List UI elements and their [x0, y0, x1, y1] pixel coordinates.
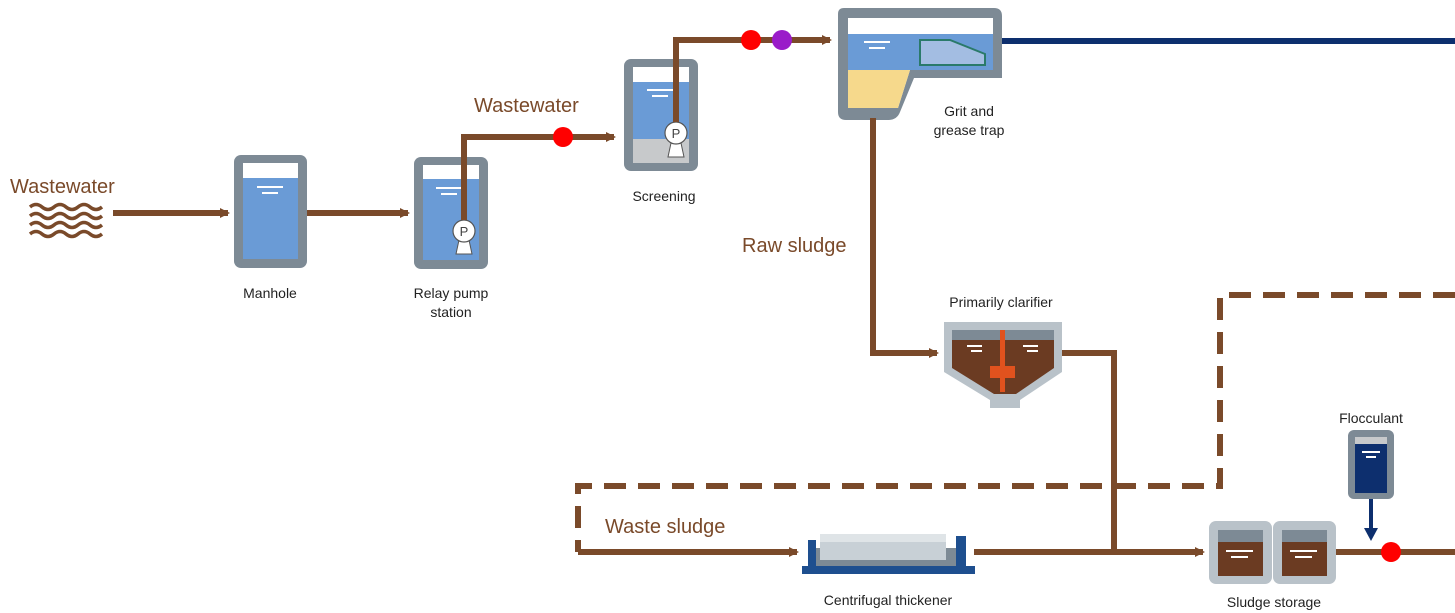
manhole-label: Manhole [243, 285, 297, 301]
grit-label-line2: grease trap [934, 122, 1005, 138]
wastewater-inlet-label: Wastewater [10, 176, 115, 198]
raw-sludge-label: Raw sludge [742, 235, 847, 257]
manhole-tank [234, 155, 307, 268]
sensor-dot-icon [1381, 542, 1401, 562]
flow-pipe-screening-grit [673, 35, 832, 122]
sensor-dot-icon [772, 30, 792, 50]
flow-pipe-raw-sludge [870, 118, 939, 358]
wastewater-pipe-label: Wastewater [474, 95, 579, 117]
centrifugal-thickener [802, 534, 975, 574]
dashed-return-line [575, 292, 1455, 552]
flocculant-tank [1348, 430, 1394, 499]
sludge-storage [1209, 521, 1336, 584]
primary-clarifier [944, 322, 1062, 408]
wastewater-waves-icon [28, 202, 104, 239]
grit-label-line1: Grit and [944, 103, 994, 119]
relay-pump-label-line1: Relay pump [414, 285, 489, 301]
screening-label: Screening [632, 188, 695, 204]
relay-pump-label-line2: station [430, 304, 471, 320]
primary-clarifier-label: Primarily clarifier [949, 294, 1053, 310]
grit-grease-trap [838, 8, 1002, 120]
screening-tank [624, 59, 698, 171]
flocculant-dosing-arrowhead [1364, 528, 1378, 541]
pump-icon: P [664, 121, 688, 158]
relay-pump-symbol: P [460, 224, 469, 239]
flocculant-label: Flocculant [1339, 410, 1403, 426]
screening-pump-symbol: P [672, 126, 681, 141]
waste-sludge-label: Waste sludge [605, 516, 725, 538]
centrifugal-thickener-label: Centrifugal thickener [824, 592, 953, 608]
sensor-dot-icon [741, 30, 761, 50]
sludge-storage-label: Sludge storage [1227, 594, 1321, 610]
flow-pipe-clarifier-out [1062, 350, 1117, 552]
relay-pump-tank [414, 157, 488, 269]
sensor-dot-icon [553, 127, 573, 147]
